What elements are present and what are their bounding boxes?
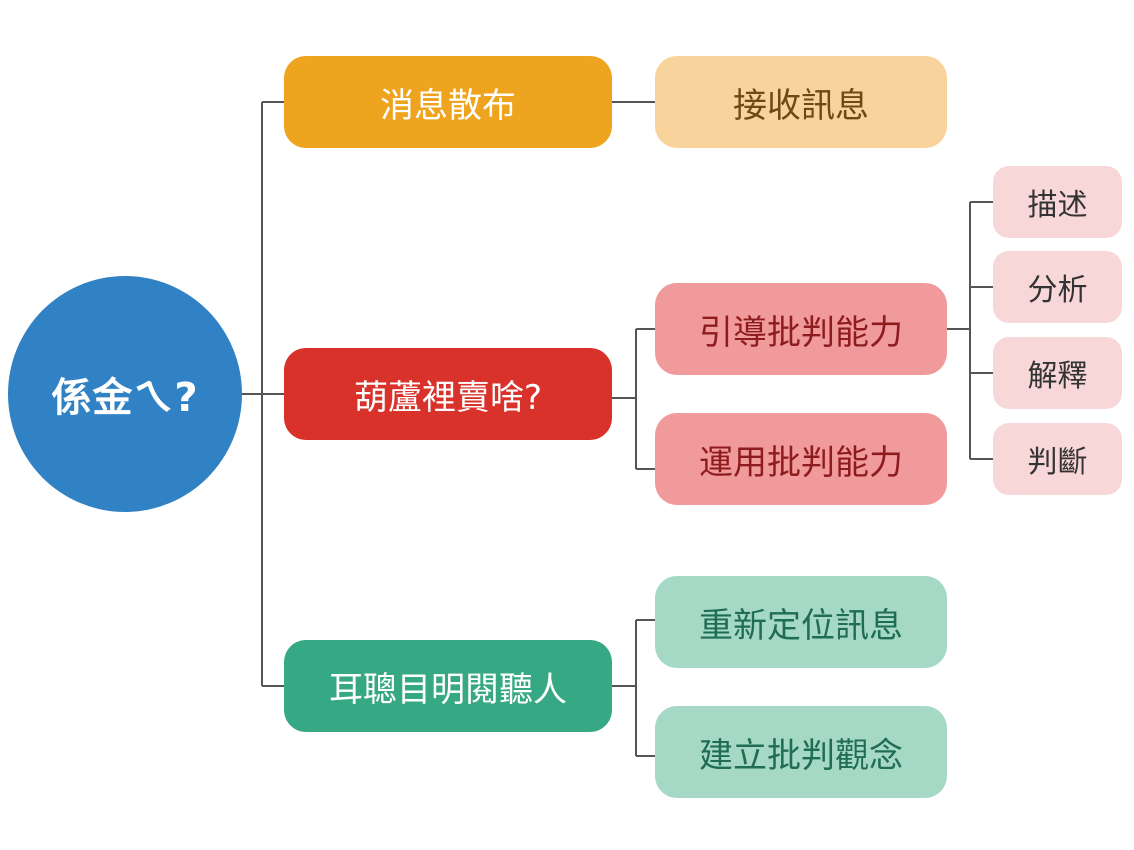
branch-node-message-spread: 消息散布 (284, 56, 612, 148)
child-node-receive-message: 接收訊息 (655, 56, 947, 148)
leaf-label: 分析 (1027, 273, 1088, 308)
branch-label: 葫蘆裡賣啥? (353, 377, 543, 418)
root-label: 係金ㄟ? (51, 375, 199, 421)
branch-label: 耳聰目明閱聽人 (329, 669, 567, 710)
leaf-node-judge: 判斷 (993, 423, 1122, 495)
child-node-reposition-message: 重新定位訊息 (655, 576, 947, 668)
leaf-label: 判斷 (1027, 445, 1088, 480)
child-label: 建立批判觀念 (699, 735, 903, 776)
branch-node-savvy-audience: 耳聰目明閱聽人 (284, 640, 612, 732)
root-node: 係金ㄟ? (8, 276, 242, 512)
leaf-label: 描述 (1027, 188, 1088, 223)
leaf-node-describe: 描述 (993, 166, 1122, 238)
child-node-guide-critical-ability: 引導批判能力 (655, 283, 947, 375)
child-node-apply-critical-ability: 運用批判能力 (655, 413, 947, 505)
leaf-node-interpret: 解釋 (993, 337, 1122, 409)
child-label: 接收訊息 (733, 85, 869, 126)
leaf-label: 解釋 (1027, 359, 1088, 394)
child-node-build-critical-concept: 建立批判觀念 (655, 706, 947, 798)
child-label: 重新定位訊息 (699, 605, 903, 646)
child-label: 運用批判能力 (699, 442, 903, 483)
branch-node-whats-inside: 葫蘆裡賣啥? (284, 348, 612, 440)
leaf-node-analyze: 分析 (993, 251, 1122, 323)
branch-label: 消息散布 (380, 85, 516, 126)
child-label: 引導批判能力 (699, 312, 903, 353)
